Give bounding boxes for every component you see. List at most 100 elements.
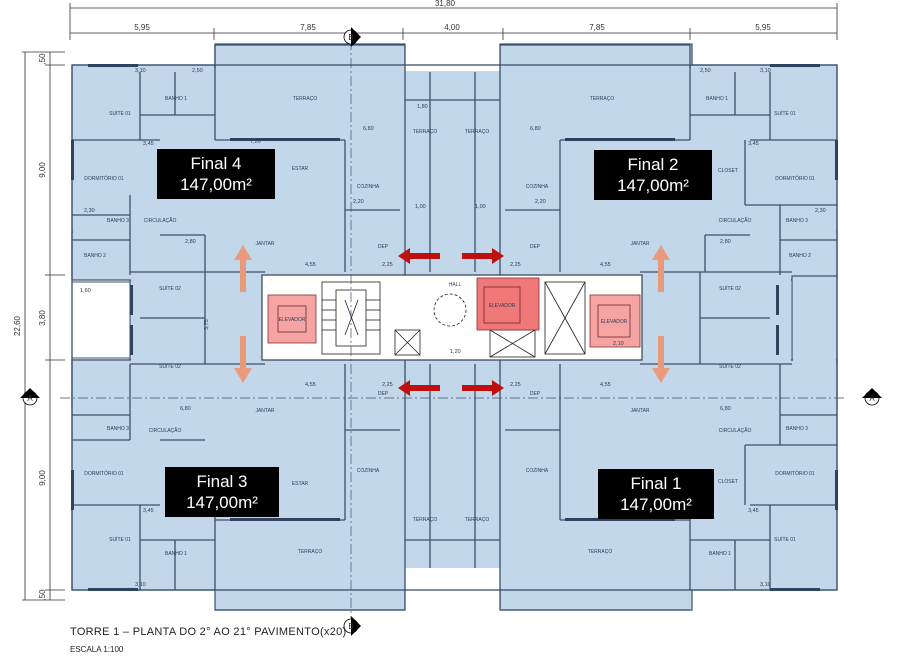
svg-text:3,45: 3,45 [143,508,154,514]
svg-text:4,55: 4,55 [305,262,316,268]
svg-text:2,50: 2,50 [192,68,203,74]
dim-top-5: 5,95 [755,23,771,32]
room-terraco-cbr: TERRAÇO [465,517,490,523]
dim-top-3: 4,00 [444,23,460,32]
unit-area: 147,00m² [180,175,252,194]
room-terraco-br: TERRAÇO [588,549,613,555]
svg-text:6,80: 6,80 [363,126,374,132]
svg-text:3,10: 3,10 [760,582,771,588]
unit-name: Final 4 [190,154,242,173]
room-banho3-br: BANHO 3 [786,426,808,432]
svg-text:A: A [27,394,33,403]
svg-text:2,25: 2,25 [510,262,521,268]
svg-text:2,25: 2,25 [382,382,393,388]
svg-text:B: B [348,33,353,42]
room-closet-br: CLOSET [718,479,738,485]
elevator-label-3: ELEVADOR [601,319,628,325]
dimension-lines-left [22,51,65,601]
arrow-down-left [234,336,252,383]
svg-text:4,55: 4,55 [600,262,611,268]
elevator-label-2: ELEVADOR [489,303,516,309]
room-banho3-tl: BANHO 3 [107,218,129,224]
room-terraco-ctl: TERRAÇO [413,129,438,135]
unit-name: Final 3 [196,472,248,491]
room-estar-bl: ESTAR [292,481,309,487]
room-dormitorio-bl: DORMITÓRIO 01 [84,470,124,477]
svg-text:1,00: 1,00 [475,204,486,210]
room-suite-01-bl: SUÍTE 01 [109,536,131,543]
dim-left-2: 3,80 [38,310,47,326]
room-banho1-tl: BANHO 1 [165,96,187,102]
arrow-right-top [462,248,504,264]
unit-label-final-4: Final 4 147,00m² [157,149,275,199]
circulation-core [261,274,643,361]
bottom-void [405,568,500,610]
dim-left-edge-top: ,50 [38,53,47,65]
svg-text:1,80: 1,80 [417,104,428,110]
overall-width-dim: 31,80 [435,0,456,8]
svg-text:2,20: 2,20 [353,199,364,205]
svg-text:2,80: 2,80 [185,239,196,245]
svg-text:3,75: 3,75 [204,319,210,330]
room-labels: SUÍTE 01 BANHO 1 TERRAÇO DORMITÓRIO 01 E… [84,96,815,557]
section-marker-a-left: A [20,388,40,406]
room-circulacao-tr: CIRCULAÇÃO [719,217,752,224]
arrow-up-right [652,245,670,292]
room-suite-01-tl: SUÍTE 01 [109,110,131,117]
dim-top-2: 7,85 [300,23,316,32]
svg-text:1,00: 1,00 [415,204,426,210]
room-terraco-bl: TERRAÇO [298,549,323,555]
room-jantar-bl: JANTAR [255,408,274,414]
arrow-left-bottom [398,380,440,396]
room-suite-02-l2: SUÍTE 02 [159,363,181,370]
svg-text:2,30: 2,30 [84,208,95,214]
svg-text:7,20: 7,20 [250,139,261,145]
room-suite-02-r2: SUÍTE 02 [719,363,741,370]
room-dep-bl: DEP [378,391,389,397]
left-void [71,281,131,359]
svg-text:3,45: 3,45 [143,141,154,147]
svg-text:4,55: 4,55 [600,382,611,388]
room-terraco-tl: TERRAÇO [293,96,318,102]
top-void [405,45,500,71]
svg-text:3,45: 3,45 [748,141,759,147]
room-closet-tr: CLOSET [718,168,738,174]
svg-text:2,30: 2,30 [815,208,826,214]
dim-left-3: 9,00 [38,470,47,486]
room-suite-01-tr: SUÍTE 01 [774,110,796,117]
unit-label-final-2: Final 2 147,00m² [594,150,712,200]
room-jantar-tl: JANTAR [255,241,274,247]
room-estar-tl: ESTAR [292,166,309,172]
elevator-label-1: ELEVADOR [279,317,306,323]
room-jantar-tr: JANTAR [630,241,649,247]
svg-text:3,10: 3,10 [135,582,146,588]
room-terraco-ctr: TERRAÇO [465,129,490,135]
svg-text:6,80: 6,80 [720,406,731,412]
room-circulacao-tl: CIRCULAÇÃO [144,217,177,224]
dimension-lines-top [69,3,838,40]
room-dormitorio-tr: DORMITÓRIO 01 [775,175,815,182]
svg-text:1,20: 1,20 [450,349,461,355]
unit-area: 147,00m² [620,495,692,514]
room-cozinha-tl: COZINHA [357,184,380,190]
elevators [267,277,641,348]
room-cozinha-bl: COZINHA [357,468,380,474]
room-banho2-tr: BANHO 2 [789,253,811,259]
drawing-scale: ESCALA 1:100 [70,645,124,654]
salmon-arrows [234,245,670,383]
dim-top-4: 7,85 [589,23,605,32]
svg-text:2,80: 2,80 [720,239,731,245]
hall-label: HALL [449,282,462,288]
svg-text:1,60: 1,60 [80,288,91,294]
svg-text:6,80: 6,80 [180,406,191,412]
arrow-up-left [234,245,252,292]
room-banho1-br: BANHO 1 [709,551,731,557]
unit-label-final-1: Final 1 147,00m² [598,469,714,519]
room-cozinha-tr: COZINHA [526,184,549,190]
dim-left-1: 9,00 [38,162,47,178]
room-dep-tl: DEP [378,244,389,250]
room-suite-02-l1: SUÍTE 02 [159,285,181,292]
svg-text:2,10: 2,10 [613,341,624,347]
section-marker-b-top: B [343,27,361,47]
unit-name: Final 1 [630,474,682,493]
